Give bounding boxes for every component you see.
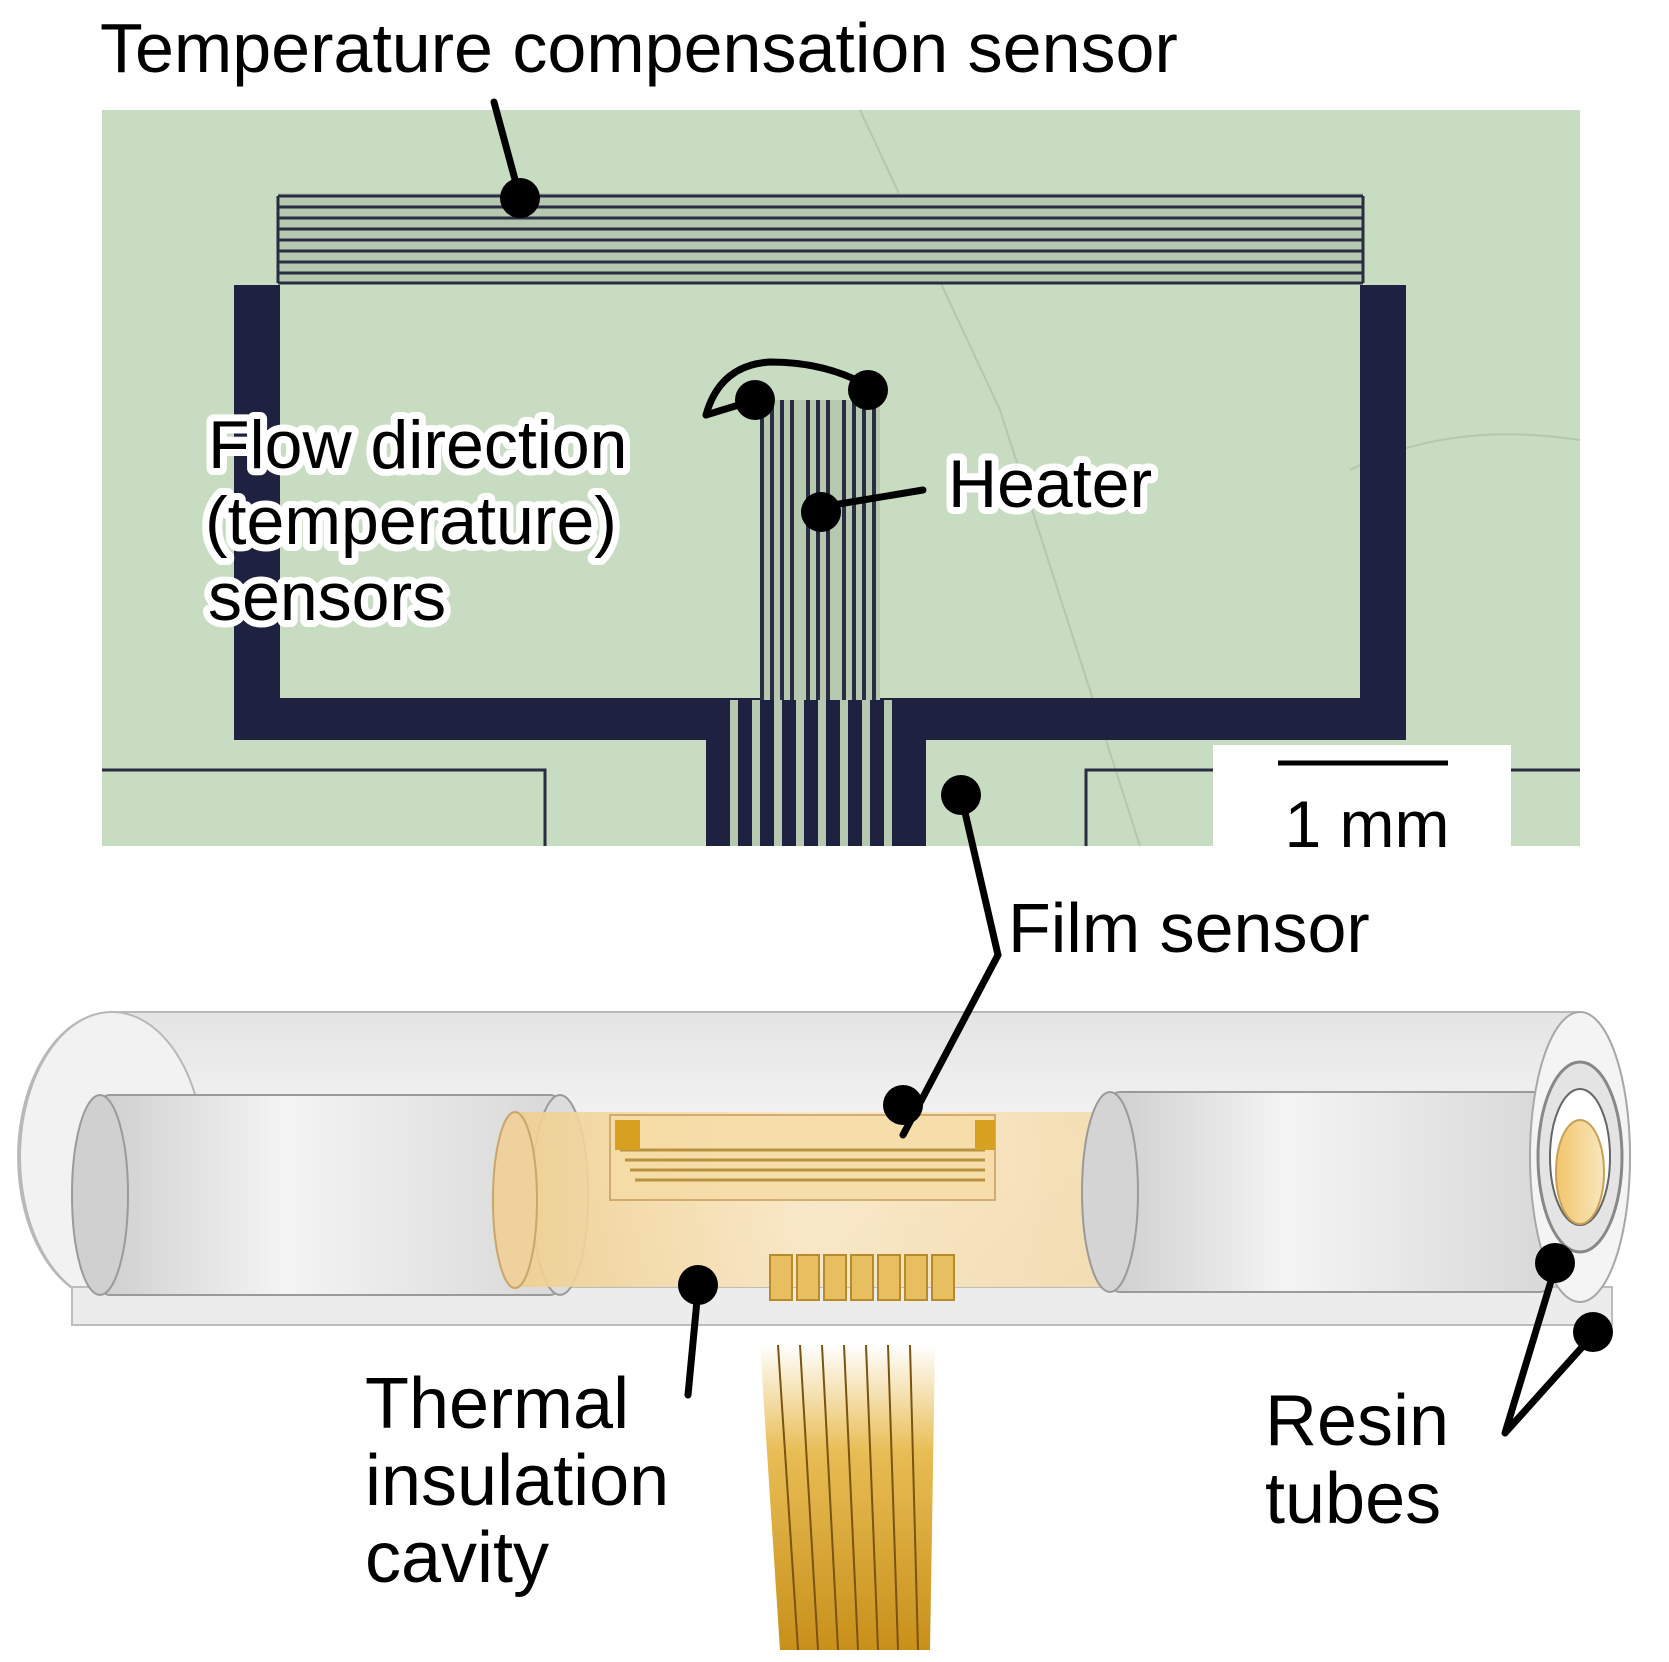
dot-resin-inner xyxy=(1535,1243,1575,1283)
label-flow-line-3: sensors xyxy=(208,559,446,635)
flex-cable xyxy=(760,1345,935,1650)
label-cavity-line-1: Thermal xyxy=(365,1364,629,1444)
sensor-photo: 1 mm xyxy=(102,109,1581,861)
inner-tube-left-end xyxy=(71,1094,129,1296)
leader-resin xyxy=(1501,1264,1597,1437)
film-fold xyxy=(609,1114,996,1201)
leader-lines xyxy=(490,98,1597,1437)
dot-flow-right xyxy=(848,370,888,410)
film-contact-pads xyxy=(769,1254,955,1301)
scale-bar-label: 1 mm xyxy=(1285,787,1450,861)
label-flow-line-2: (temperature) xyxy=(205,483,617,559)
heater-pattern xyxy=(730,400,892,846)
dot-heater xyxy=(801,492,841,532)
label-temperature-compensation: Temperature compensation sensor xyxy=(100,9,1178,87)
label-film-sensor: Film sensor xyxy=(1008,889,1370,967)
inner-resin-tube-left xyxy=(99,1094,561,1296)
label-resin-line-1: Resin xyxy=(1265,1381,1449,1461)
label-flow-line-1: Flow direction xyxy=(208,407,628,483)
inner-resin-tube-right xyxy=(1109,1091,1551,1293)
tube-assembly xyxy=(17,1011,1631,1651)
dot-cavity xyxy=(678,1265,718,1305)
dot-resin-outer xyxy=(1573,1312,1613,1352)
label-cavity-line-2: insulation xyxy=(365,1441,669,1521)
dot-film-photo xyxy=(941,775,981,815)
film-meander-lines xyxy=(620,1148,985,1182)
dot-film-tube xyxy=(883,1085,923,1125)
label-heater: Heater xyxy=(948,446,1152,522)
label-resin-line-2: tubes xyxy=(1265,1459,1441,1539)
leader-film-sensor xyxy=(899,791,1002,1139)
leader-cavity xyxy=(684,1286,702,1399)
tube-core xyxy=(1555,1119,1605,1225)
contact-pad-outline xyxy=(102,768,547,846)
leader-dots xyxy=(500,178,1613,1352)
dot-temp-comp xyxy=(500,178,540,218)
dot-flow-left xyxy=(735,380,775,420)
temperature-compensation-pattern xyxy=(276,193,1365,285)
label-cavity-line-3: cavity xyxy=(365,1518,549,1598)
flex-cable-traces xyxy=(777,1344,919,1651)
leader-flow-arc xyxy=(702,358,879,419)
